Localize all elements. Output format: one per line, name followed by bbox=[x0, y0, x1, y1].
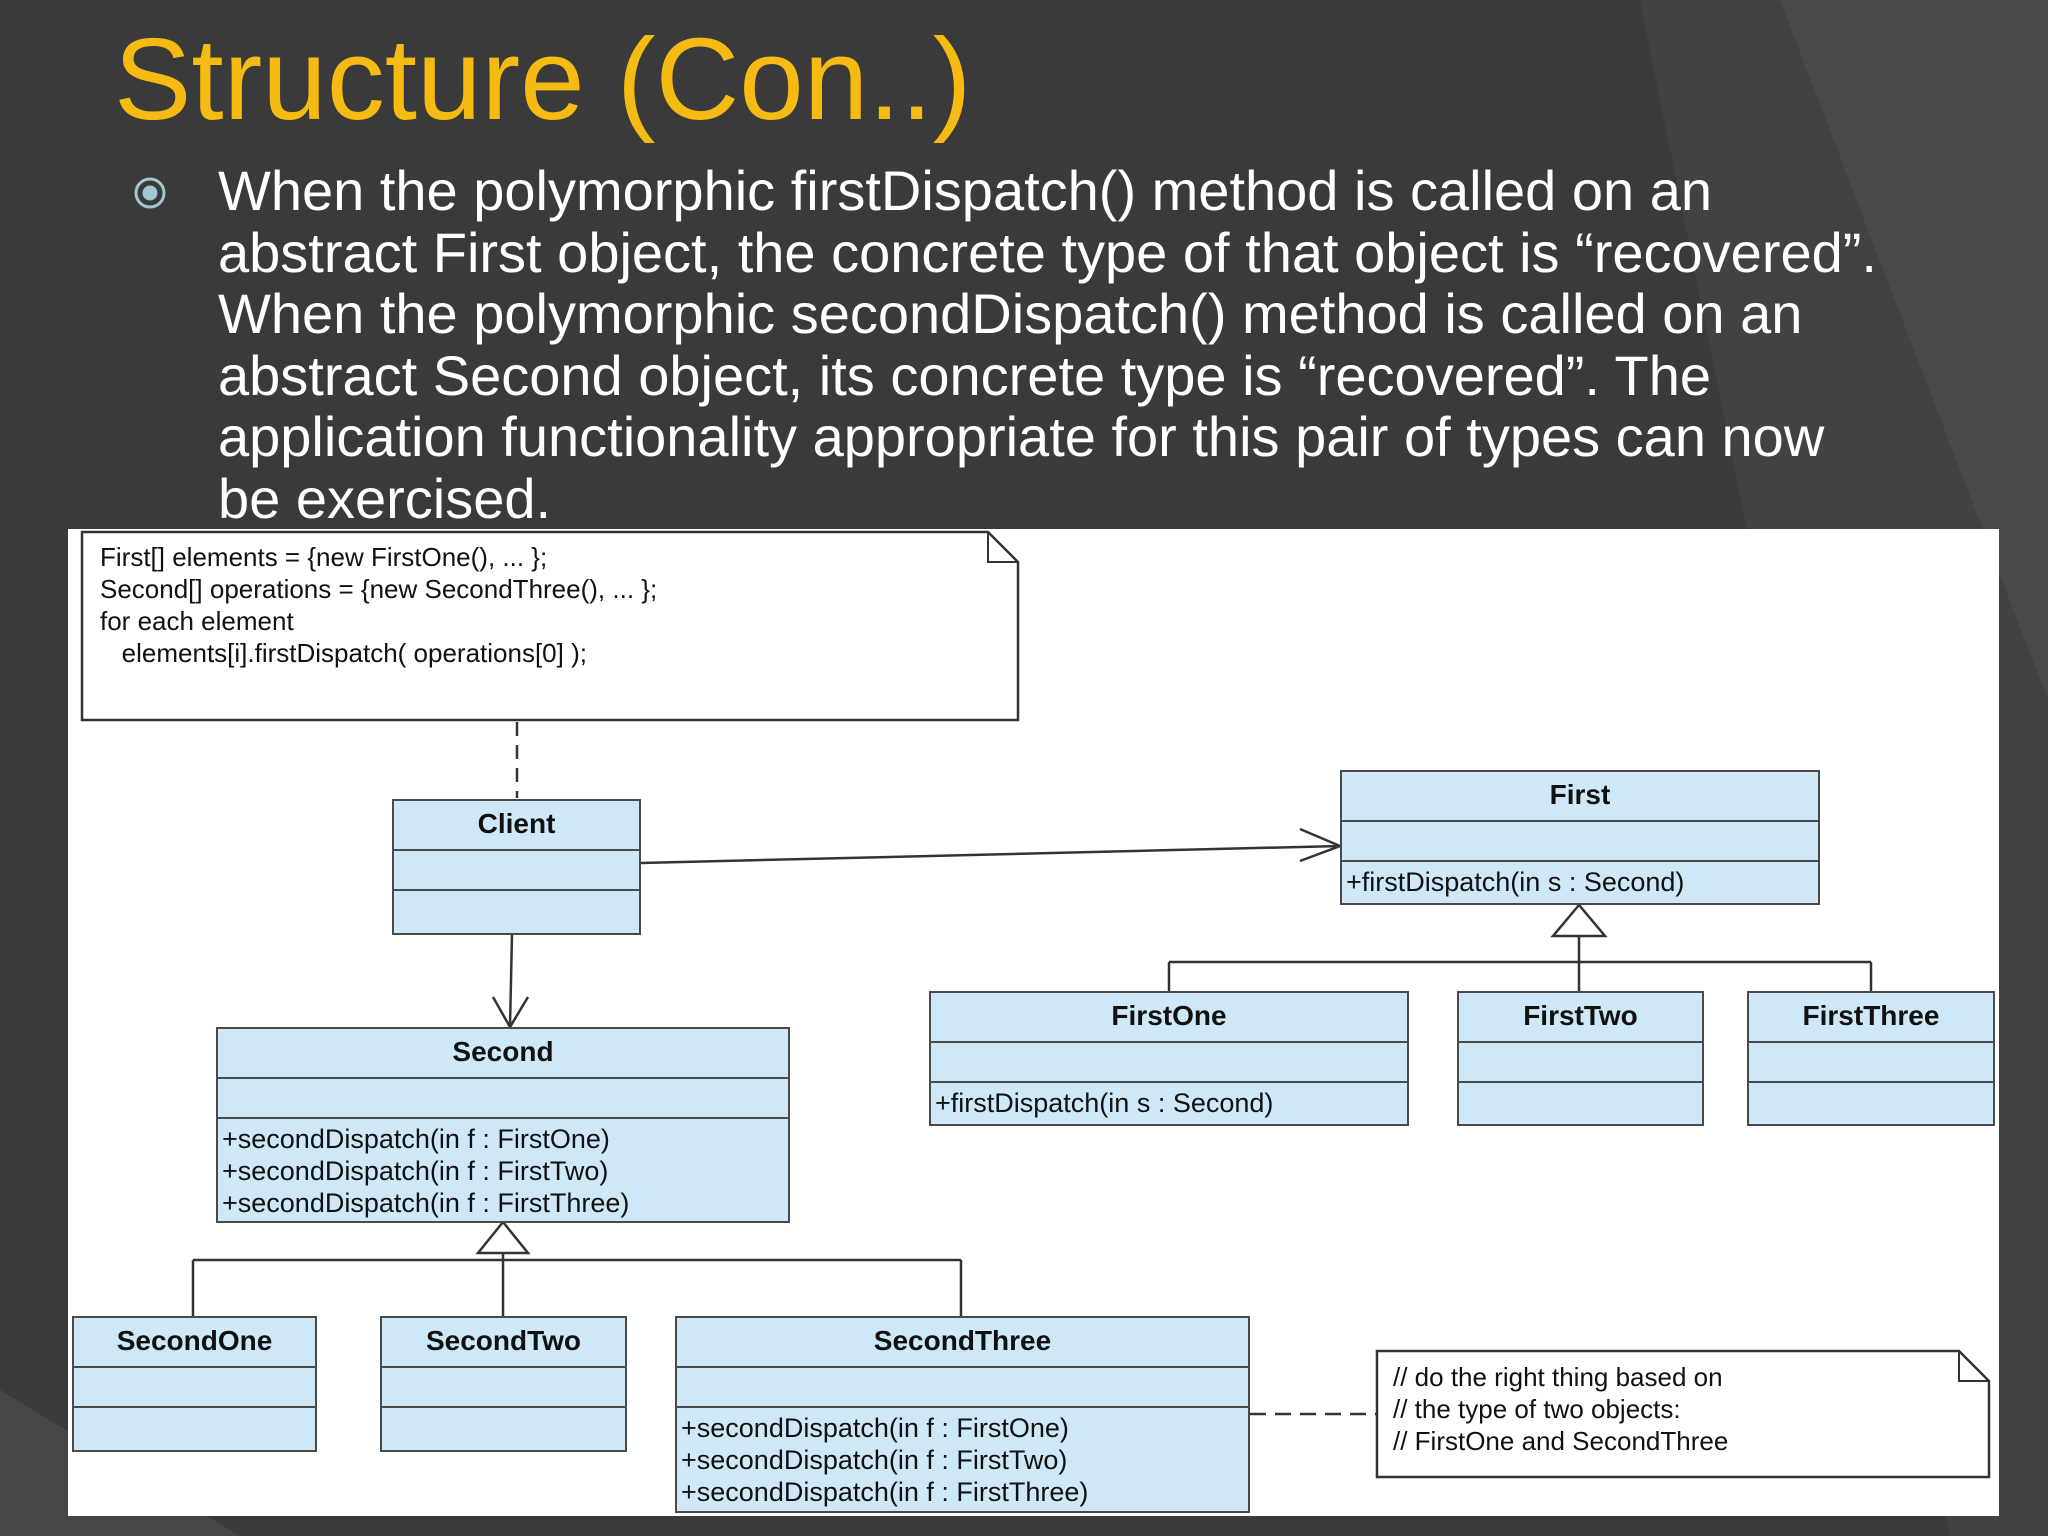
class-second-one: SecondOne bbox=[72, 1316, 317, 1452]
class-name: FirstTwo bbox=[1459, 993, 1702, 1043]
class-attributes bbox=[677, 1368, 1248, 1408]
note-bottom-outline bbox=[1375, 1349, 1991, 1479]
bullet-line: abstract Second object, its concrete typ… bbox=[218, 343, 1712, 407]
class-name: First bbox=[1342, 772, 1818, 822]
note-top-outline bbox=[80, 530, 1020, 722]
diagram-connectors bbox=[80, 530, 1991, 1479]
class-name: SecondOne bbox=[74, 1318, 315, 1368]
class-first-three: FirstThree bbox=[1747, 991, 1995, 1126]
class-second-two: SecondTwo bbox=[380, 1316, 627, 1452]
class-name: SecondThree bbox=[677, 1318, 1248, 1368]
first-generalization-triangle bbox=[1550, 903, 1608, 938]
client-second-association bbox=[508, 933, 514, 1028]
class-operations: +secondDispatch(in f : FirstOne) +second… bbox=[677, 1408, 1248, 1508]
class-attributes bbox=[1749, 1043, 1993, 1083]
class-attributes bbox=[394, 851, 639, 891]
class-name: FirstThree bbox=[1749, 993, 1993, 1043]
note-line: for each element bbox=[100, 606, 294, 636]
note-line: // FirstOne and SecondThree bbox=[1393, 1426, 1729, 1456]
class-client: Client bbox=[392, 799, 641, 935]
bullet-line: When the polymorphic firstDispatch() met… bbox=[218, 159, 1713, 222]
class-operations: +secondDispatch(in f : FirstOne) +second… bbox=[218, 1119, 788, 1219]
note-bottom: // do the right thing based on // the ty… bbox=[1393, 1361, 1728, 1457]
uml-diagram: First[] elements = {new FirstOne(), ... … bbox=[68, 529, 1999, 1516]
class-attributes bbox=[74, 1368, 315, 1408]
note-top: First[] elements = {new FirstOne(), ... … bbox=[100, 541, 657, 669]
class-first-two: FirstTwo bbox=[1457, 991, 1704, 1126]
class-operation: +secondDispatch(in f : FirstTwo) bbox=[222, 1156, 609, 1186]
note-line: // do the right thing based on bbox=[1393, 1362, 1723, 1392]
bullet-text: When the polymorphic firstDispatch() met… bbox=[218, 160, 2018, 529]
class-operation: +secondDispatch(in f : FirstThree) bbox=[222, 1188, 630, 1218]
note-line: // the type of two objects: bbox=[1393, 1394, 1681, 1424]
class-attributes bbox=[218, 1079, 788, 1119]
bullet-line: When the polymorphic secondDispatch() me… bbox=[218, 282, 1803, 345]
class-second-three: SecondThree +secondDispatch(in f : First… bbox=[675, 1316, 1250, 1513]
class-name: Second bbox=[218, 1029, 788, 1079]
class-operation: +secondDispatch(in f : FirstTwo) bbox=[681, 1445, 1068, 1475]
class-operation: +secondDispatch(in f : FirstThree) bbox=[681, 1477, 1089, 1507]
class-operations: +firstDispatch(in s : Second) bbox=[931, 1083, 1407, 1119]
class-operation: +firstDispatch(in s : Second) bbox=[935, 1088, 1274, 1118]
class-name: Client bbox=[394, 801, 639, 851]
class-second: Second +secondDispatch(in f : FirstOne) … bbox=[216, 1027, 790, 1223]
class-attributes bbox=[382, 1368, 625, 1408]
note-line: First[] elements = {new FirstOne(), ... … bbox=[100, 542, 548, 572]
class-operation: +secondDispatch(in f : FirstOne) bbox=[681, 1413, 1069, 1443]
note-line: Second[] operations = {new SecondThree()… bbox=[100, 574, 658, 604]
class-attributes bbox=[1342, 822, 1818, 862]
class-name: SecondTwo bbox=[382, 1318, 625, 1368]
second-generalization-triangle bbox=[475, 1220, 531, 1255]
client-first-association bbox=[640, 844, 1341, 865]
class-first-one: FirstOne +firstDispatch(in s : Second) bbox=[929, 991, 1409, 1126]
class-operation: +firstDispatch(in s : Second) bbox=[1346, 867, 1685, 897]
class-name: FirstOne bbox=[931, 993, 1407, 1043]
class-attributes bbox=[1459, 1043, 1702, 1083]
class-operation: +secondDispatch(in f : FirstOne) bbox=[222, 1124, 610, 1154]
bullet-line: application functionality appropriate fo… bbox=[218, 405, 1825, 468]
class-operations: +firstDispatch(in s : Second) bbox=[1342, 862, 1818, 898]
note-top-fold bbox=[987, 532, 1018, 563]
class-attributes bbox=[931, 1043, 1407, 1083]
class-first: First +firstDispatch(in s : Second) bbox=[1340, 770, 1820, 905]
note-line: elements[i].firstDispatch( operations[0]… bbox=[100, 638, 587, 668]
bullet-icon bbox=[134, 177, 166, 209]
slide-title: Structure (Con..) bbox=[114, 14, 972, 144]
bullet-line: abstract First object, the concrete type… bbox=[218, 220, 1877, 284]
bullet-line: be exercised. bbox=[218, 466, 552, 530]
note-bottom-fold bbox=[1958, 1351, 1989, 1382]
